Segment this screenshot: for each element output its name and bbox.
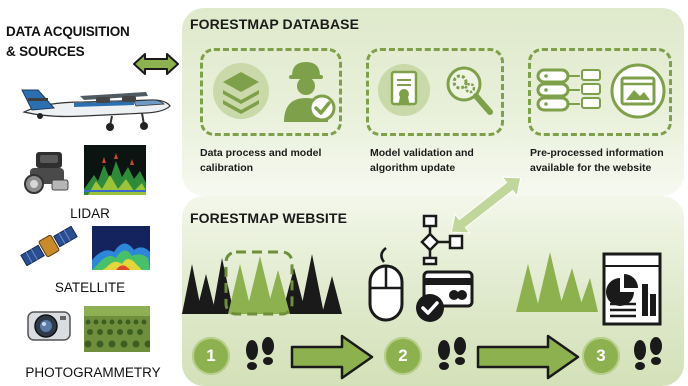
satellite-icon <box>18 226 80 266</box>
sources-database-double-arrow-icon <box>133 52 179 76</box>
footsteps-icon <box>240 336 280 378</box>
preprocessed-box <box>528 48 672 136</box>
calibration-caption-line2: calibration <box>200 162 254 174</box>
satellite-label: SATELLITE <box>54 280 126 295</box>
report-chart-document-icon <box>598 250 666 328</box>
green-forest-icon <box>514 250 598 316</box>
flowchart-icon <box>414 214 468 266</box>
validation-caption-line1: Model validation and <box>370 147 474 159</box>
sources-title-line1: DATA ACQUISITION <box>6 24 130 39</box>
mouse-icon <box>364 246 408 324</box>
database-website-double-arrow-icon <box>440 166 532 244</box>
website-window-icon <box>610 62 666 120</box>
website-title: FORESTMAP WEBSITE <box>190 210 348 226</box>
lidar-label: LIDAR <box>70 206 110 221</box>
arrow-right-icon <box>290 334 374 380</box>
step-1-circle: 1 <box>192 337 230 375</box>
sources-title-line2: & SOURCES <box>6 44 85 59</box>
validation-box <box>366 48 504 136</box>
sources-title: DATA ACQUISITION & SOURCES <box>6 22 166 62</box>
airplane-icon <box>14 72 176 134</box>
calibration-box <box>200 48 342 136</box>
forest-selection-icon <box>182 244 342 320</box>
photogrammetry-field-image <box>84 306 150 352</box>
layers-icon <box>213 60 269 122</box>
satellite-terrain-image <box>92 226 150 270</box>
calibration-caption-line1: Data process and model <box>200 147 322 159</box>
photogrammetry-label: PHOTOGRAMMETRY <box>25 365 161 380</box>
step-3-circle: 3 <box>582 337 620 375</box>
preprocessed-caption: Pre-processed information available for … <box>530 146 688 176</box>
validation-caption: Model validation and algorithm update <box>370 146 520 176</box>
calibration-caption: Data process and model calibration <box>200 146 360 176</box>
lidar-point-cloud-image <box>84 145 146 195</box>
step-2-circle: 2 <box>384 337 422 375</box>
preprocessed-caption-line1: Pre-processed information <box>530 147 664 159</box>
footsteps-icon <box>432 336 472 378</box>
footsteps-icon <box>628 336 668 378</box>
preprocessed-caption-line2: available for the website <box>530 162 652 174</box>
payment-card-check-icon <box>414 270 474 324</box>
gear-magnifier-icon <box>444 62 496 122</box>
engineer-check-icon <box>278 58 338 124</box>
database-server-icon <box>536 62 608 122</box>
validation-caption-line2: algorithm update <box>370 162 456 174</box>
camera-icon <box>24 306 74 346</box>
arrow-right-icon <box>476 334 580 380</box>
database-title: FORESTMAP DATABASE <box>190 16 360 32</box>
lidar-scanner-icon <box>22 150 72 194</box>
certificate-icon <box>378 62 430 118</box>
